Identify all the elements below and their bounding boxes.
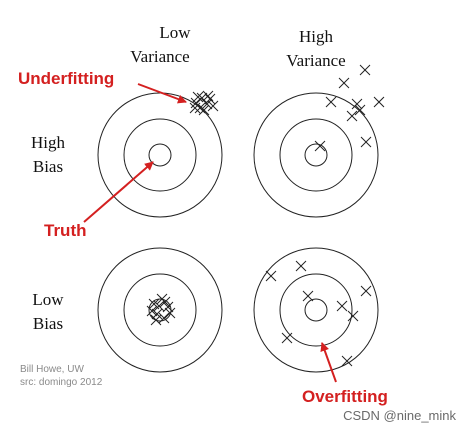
- row-label-high-bias: High Bias: [31, 133, 66, 176]
- shot-marker-high-variance-low-bias: [302, 290, 314, 302]
- shot-marker-low-variance-high-bias: [202, 90, 214, 102]
- target-high-variance-low-bias: [253, 247, 379, 373]
- shot-marker-low-variance-low-bias: [158, 312, 170, 324]
- target-ring-outer: [97, 247, 223, 373]
- header-high-variance-line2: Variance: [286, 51, 345, 70]
- shot-marker-high-variance-low-bias: [341, 355, 353, 367]
- credit-author: Bill Howe, UW: [20, 364, 84, 375]
- shot-marker-low-variance-low-bias: [146, 305, 158, 317]
- truth-arrow: [83, 161, 154, 223]
- underfitting-arrow: [137, 83, 187, 104]
- target-low-variance-low-bias: [97, 247, 223, 373]
- shot-marker-low-variance-low-bias: [164, 307, 176, 319]
- shot-marker-high-variance-high-bias: [325, 96, 337, 108]
- shot-marker-high-variance-low-bias: [281, 332, 293, 344]
- shot-markers: [146, 64, 385, 367]
- shot-marker-low-variance-low-bias: [150, 314, 162, 326]
- target-ring-outer: [253, 92, 379, 218]
- shot-marker-low-variance-high-bias: [204, 93, 216, 105]
- header-low-variance-line1: Low: [159, 23, 191, 42]
- shot-marker-high-variance-low-bias: [295, 260, 307, 272]
- target-ring-bullseye: [148, 143, 172, 167]
- shot-marker-high-variance-high-bias: [373, 96, 385, 108]
- shot-marker-high-variance-low-bias: [265, 270, 277, 282]
- truth-label: Truth: [44, 221, 87, 240]
- overfitting-label: Overfitting: [302, 387, 388, 406]
- header-low-variance: Low Variance: [130, 23, 191, 66]
- shot-marker-high-variance-high-bias: [359, 64, 371, 76]
- row-label-low-bias: Low Bias: [32, 290, 64, 333]
- row-label-high-bias-line1: High: [31, 133, 66, 152]
- header-high-variance: High Variance: [286, 27, 345, 70]
- shot-marker-high-variance-low-bias: [336, 300, 348, 312]
- credit-source: src: domingo 2012: [20, 377, 103, 388]
- shot-marker-low-variance-high-bias: [198, 104, 210, 116]
- row-label-low-bias-line2: Bias: [33, 314, 63, 333]
- target-ring-outer: [253, 247, 379, 373]
- row-label-low-bias-line1: Low: [32, 290, 64, 309]
- overfitting-arrow: [320, 342, 337, 383]
- shot-marker-high-variance-low-bias: [347, 310, 359, 322]
- target-ring-bullseye: [304, 143, 328, 167]
- shot-marker-high-variance-high-bias: [360, 136, 372, 148]
- shot-marker-low-variance-high-bias: [207, 100, 219, 112]
- shot-marker-low-variance-low-bias: [162, 301, 174, 313]
- shot-marker-low-variance-high-bias: [192, 91, 204, 103]
- target-ring-bullseye: [304, 298, 328, 322]
- watermark: CSDN @nine_mink: [343, 408, 456, 423]
- shot-marker-low-variance-low-bias: [153, 300, 165, 312]
- target-ring-middle: [279, 118, 353, 192]
- header-low-variance-line2: Variance: [130, 47, 189, 66]
- target-ring-middle: [279, 273, 353, 347]
- shot-marker-high-variance-high-bias: [346, 110, 358, 122]
- shot-marker-high-variance-high-bias: [354, 104, 366, 116]
- shot-marker-high-variance-low-bias: [360, 285, 372, 297]
- header-high-variance-line1: High: [299, 27, 334, 46]
- target-ring-middle: [123, 273, 197, 347]
- row-label-high-bias-line2: Bias: [33, 157, 63, 176]
- shot-marker-low-variance-high-bias: [189, 102, 201, 114]
- shot-marker-high-variance-high-bias: [314, 140, 326, 152]
- target-high-variance-high-bias: [253, 92, 379, 218]
- target-ring-middle: [123, 118, 197, 192]
- underfitting-label: Underfitting: [18, 69, 114, 88]
- shot-marker-low-variance-low-bias: [159, 296, 171, 308]
- shot-marker-high-variance-high-bias: [338, 77, 350, 89]
- shot-marker-high-variance-high-bias: [351, 98, 363, 110]
